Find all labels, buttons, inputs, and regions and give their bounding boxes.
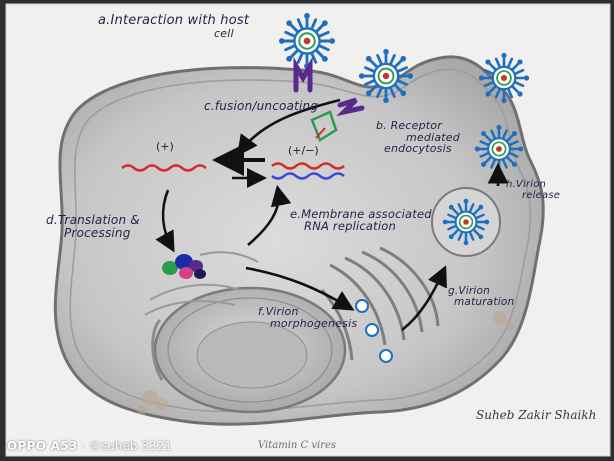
virus-particle-top <box>279 13 335 69</box>
camera-handle: ©suheb 3321 <box>89 439 172 453</box>
label-maturation: g.Virion maturation <box>448 286 514 308</box>
camera-device: OPPO A53 <box>7 439 78 453</box>
label-release: h.Virion release <box>506 180 560 201</box>
label-receptor: b. Receptor mediated endocytosis <box>376 120 460 155</box>
label-plus-strand: (+) <box>156 140 174 153</box>
virus-particle-exit-top <box>479 53 529 103</box>
virus-particle-release <box>475 125 523 173</box>
author-signature: Suheb Zakir Shaikh <box>476 408 596 422</box>
footer-caption: Vitamin C vires <box>258 440 336 451</box>
label-translation: d.Translation & Processing <box>46 214 140 239</box>
label-fusion: c.fusion/uncoating <box>204 100 318 113</box>
label-interaction: a.Interaction with host cell <box>98 14 249 39</box>
label-morphogenesis: f.Virion morphogenesis <box>258 306 357 329</box>
camera-watermark: OPPO A53 · ©suheb 3321 <box>7 439 172 453</box>
label-membrane-replication: e.Membrane associated RNA replication <box>290 208 432 232</box>
virus-particle-vesicle <box>443 199 489 245</box>
label-plus-minus: (+/−) <box>288 144 319 157</box>
virus-particle-endocytosis <box>359 49 413 103</box>
